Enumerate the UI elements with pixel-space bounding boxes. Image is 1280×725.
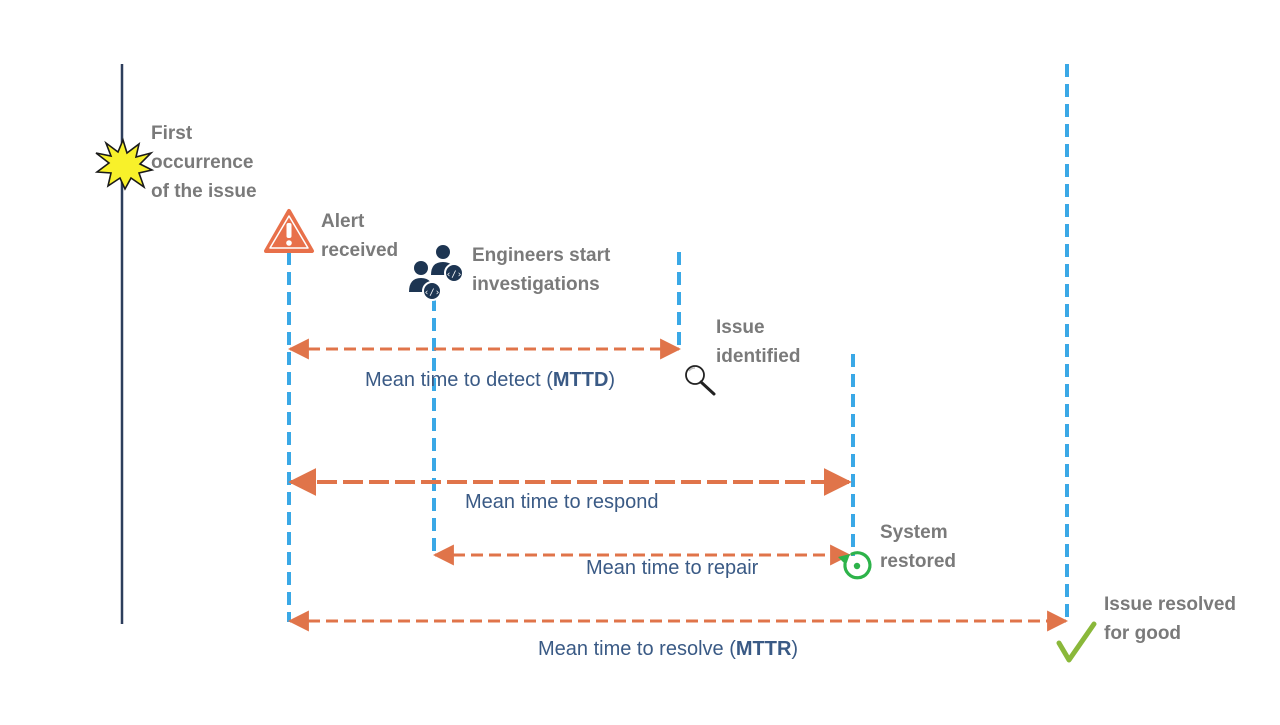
engineers-start-label: Engineers start investigations — [472, 245, 611, 295]
explosion-icon — [94, 137, 155, 191]
engineers-icon: ‹/› ‹/› — [409, 245, 464, 301]
svg-text:‹/›: ‹/› — [446, 270, 462, 280]
mttr-label-text: Mean time to resolve ( — [538, 638, 736, 660]
first-occurrence-label: First occurrence of the issue — [151, 123, 257, 202]
mttd-label: Mean time to detect (MTTD) — [365, 368, 615, 392]
alert-received-label: Alert received — [321, 211, 399, 261]
mttd-abbr: MTTD — [552, 369, 609, 391]
issue-resolved-label: Issue resolved for good — [1104, 594, 1237, 644]
restore-icon — [838, 551, 872, 580]
checkmark-icon — [1056, 621, 1097, 663]
svg-text:‹/›: ‹/› — [424, 288, 440, 298]
mttd-label-close: ) — [608, 369, 616, 391]
mttr-label-close: ) — [791, 638, 799, 660]
warning-icon — [264, 209, 314, 253]
mttr-abbr: MTTR — [735, 638, 792, 660]
system-restored-label: System restored — [880, 522, 957, 572]
repair-label: Mean time to repair — [586, 557, 759, 579]
respond-label: Mean time to respond — [465, 491, 659, 513]
mttd-label-text: Mean time to detect ( — [365, 369, 553, 391]
issue-identified-label: Issue identified — [716, 317, 801, 367]
mttr-label: Mean time to resolve (MTTR) — [538, 637, 798, 661]
magnifier-icon — [685, 365, 716, 396]
